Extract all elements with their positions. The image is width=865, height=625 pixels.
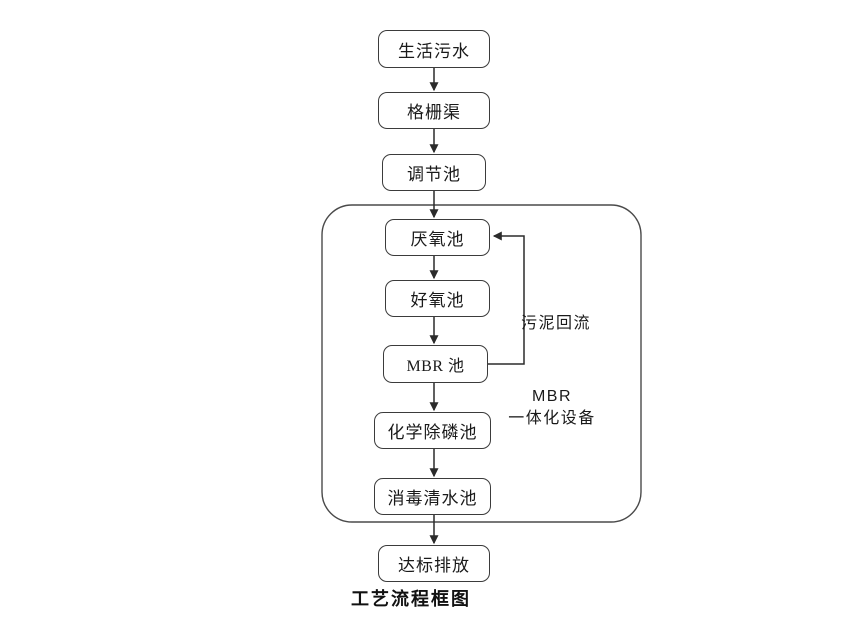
sludge-return-label: 污泥回流 [521,315,592,332]
node-label: 生活污水 [398,41,470,61]
node-aerobic-tank[interactable]: 好氧池 [385,280,490,317]
node-label: 化学除磷池 [387,423,478,442]
mbr-equipment-label-line2: 一体化设备 [508,410,596,427]
node-disinfection-clean-water-tank[interactable]: 消毒清水池 [374,478,491,515]
node-label: 达标排放 [398,556,470,575]
diagram-title: 工艺流程框图 [351,589,471,609]
node-grille-channel[interactable]: 格栅渠 [378,92,490,129]
node-label: 厌氧池 [410,230,465,249]
node-label: 格栅渠 [407,103,461,122]
node-label: 调节池 [407,165,461,184]
mbr-enclosure [321,204,642,523]
node-regulating-tank[interactable]: 调节池 [382,154,486,191]
node-mbr-tank[interactable]: MBR 池 [383,345,488,383]
node-domestic-sewage[interactable]: 生活污水 [378,30,490,68]
node-anaerobic-tank[interactable]: 厌氧池 [385,219,490,256]
node-label: 好氧池 [410,291,465,310]
node-chemical-phosphorus-removal-tank[interactable]: 化学除磷池 [374,412,491,449]
node-label: 消毒清水池 [387,489,478,508]
node-label: MBR 池 [406,358,465,375]
node-standard-discharge[interactable]: 达标排放 [378,545,490,582]
mbr-equipment-label-line1: MBR [531,388,573,405]
sludge-return-path [488,231,525,365]
mbr-equipment-label: MBR 一体化设备 [504,386,600,430]
